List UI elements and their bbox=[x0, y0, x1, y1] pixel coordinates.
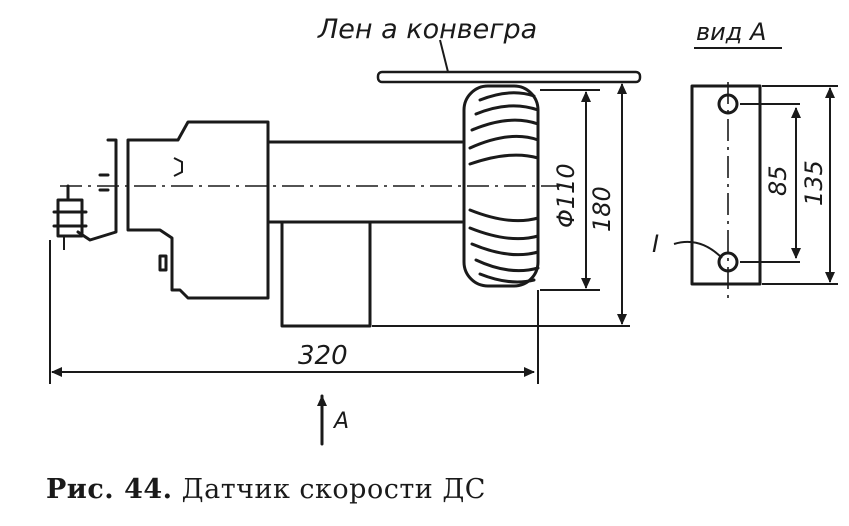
hole-marker-label: I bbox=[652, 230, 659, 258]
figure-number: Рис. 44. bbox=[46, 474, 173, 505]
dimension-135 bbox=[762, 85, 838, 285]
sensor-housing bbox=[126, 120, 270, 300]
conveyor-belt-label: Лен а конвегра bbox=[317, 14, 537, 45]
dimension-85 bbox=[740, 103, 801, 263]
hole-marker-leader bbox=[673, 240, 723, 259]
sensor-shaft bbox=[266, 140, 464, 224]
drive-wheel bbox=[462, 84, 540, 288]
view-arrow-label: А bbox=[332, 409, 349, 434]
conveyor-belt bbox=[376, 39, 642, 84]
figure-title: Датчик скорости ДС bbox=[181, 474, 486, 505]
dimension-diameter bbox=[540, 89, 600, 291]
dimension-180-label: 180 bbox=[588, 186, 616, 232]
dimension-85-label: 85 bbox=[764, 165, 792, 196]
dimension-diameter-label: Φ110 bbox=[552, 163, 580, 228]
mounting-bracket bbox=[52, 138, 118, 250]
dimension-135-label: 135 bbox=[800, 160, 828, 206]
dimension-180 bbox=[372, 83, 630, 327]
view-a-plate bbox=[690, 82, 762, 300]
lower-block bbox=[280, 220, 372, 328]
dimension-320 bbox=[49, 240, 539, 384]
view-a-title: вид А bbox=[696, 18, 766, 46]
figure-caption: Рис. 44. Датчик скорости ДС bbox=[46, 474, 486, 505]
dimension-320-label: 320 bbox=[298, 341, 348, 371]
